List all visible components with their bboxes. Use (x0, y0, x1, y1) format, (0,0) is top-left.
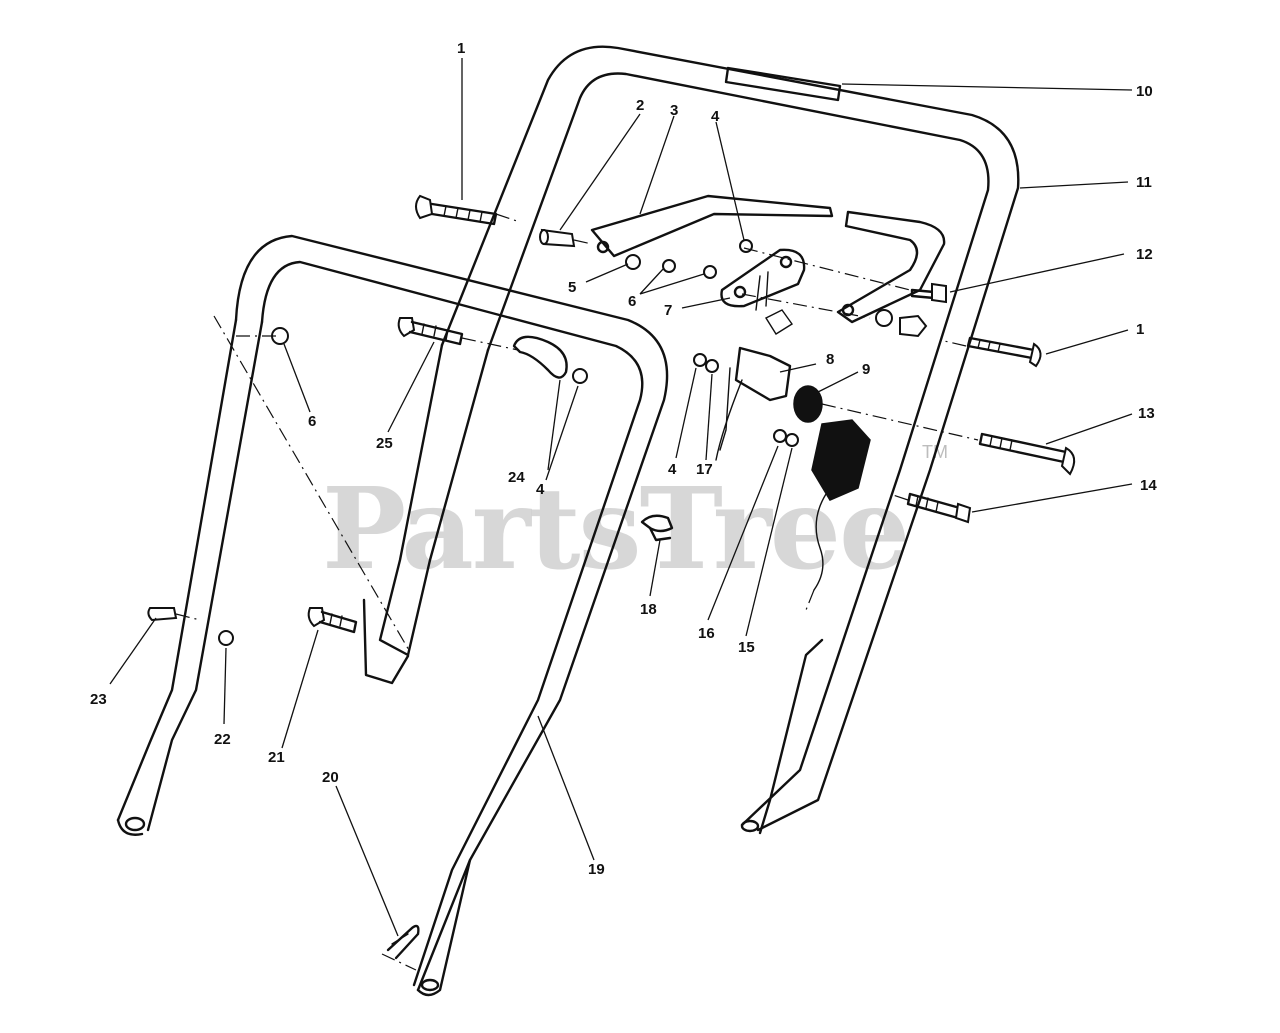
callout-2: 2 (636, 97, 644, 114)
hairpin-clip (386, 924, 420, 960)
carriage-bolt-top (415, 194, 498, 226)
washer-17 (705, 359, 719, 373)
nut-22 (218, 630, 234, 646)
spacer-2 (539, 228, 576, 248)
callout-4-lower: 4 (668, 461, 677, 478)
nut-4-top (739, 239, 753, 253)
switch-body (805, 419, 871, 611)
callout-14: 14 (1140, 477, 1157, 494)
callout-12: 12 (1136, 246, 1153, 263)
nut-6-a (662, 259, 676, 273)
upper-handle (362, 45, 1020, 835)
callout-13: 13 (1138, 405, 1155, 422)
bolt-12 (910, 282, 947, 304)
pivot-pin (512, 335, 568, 379)
hex-bolt-14 (906, 492, 972, 524)
cam-plate (720, 248, 806, 311)
nut-4-lower (693, 353, 707, 367)
callout-17: 17 (696, 461, 713, 478)
callout-labels: 1 2 3 4 10 11 12 5 6 7 8 9 1 13 14 6 25 … (90, 40, 1157, 878)
callout-3: 3 (670, 102, 678, 119)
washer-15 (785, 433, 799, 447)
callout-7: 7 (664, 302, 672, 319)
watermark-text: PartsTree (322, 464, 908, 595)
switch-bracket (715, 309, 794, 461)
control-bracket (590, 194, 946, 324)
nut-16 (773, 429, 787, 443)
callout-6-left: 6 (308, 413, 316, 430)
callout-15: 15 (738, 639, 755, 656)
washer-5 (625, 254, 641, 270)
callout-1-right: 1 (1136, 321, 1144, 338)
callout-4-mid: 4 (536, 481, 545, 498)
assembly-lines (175, 213, 979, 971)
callout-6-mid: 6 (628, 293, 636, 310)
callout-1-top: 1 (457, 40, 465, 57)
callout-11: 11 (1136, 174, 1152, 191)
callout-20: 20 (322, 769, 339, 786)
nuts-washers (218, 228, 928, 646)
callout-16: 16 (698, 625, 715, 642)
callout-19: 19 (588, 861, 605, 878)
callout-22: 22 (214, 731, 231, 748)
spacer-12 (875, 309, 893, 327)
nut-6-b (703, 265, 717, 279)
grip-sleeve (724, 66, 842, 102)
hex-bolt-25 (397, 317, 464, 346)
callout-21: 21 (268, 749, 285, 766)
callout-4-top: 4 (711, 108, 720, 125)
carriage-bolt-right (966, 336, 1042, 368)
callout-18: 18 (640, 601, 657, 618)
callout-8: 8 (826, 351, 834, 368)
shoulder-bolt (899, 314, 928, 338)
callout-23: 23 (90, 691, 107, 708)
callout-10: 10 (1136, 83, 1153, 100)
carriage-bolt-long (978, 432, 1076, 476)
callout-24: 24 (508, 469, 525, 486)
callout-25: 25 (376, 435, 393, 452)
nut-4-mid (572, 368, 588, 384)
leader-lines (109, 58, 1133, 937)
callout-5: 5 (568, 279, 576, 296)
plug-23 (147, 607, 178, 622)
hex-bolt-21 (307, 607, 358, 634)
wire-clip (640, 514, 674, 542)
lower-handle (116, 234, 669, 997)
callout-9: 9 (862, 361, 870, 378)
